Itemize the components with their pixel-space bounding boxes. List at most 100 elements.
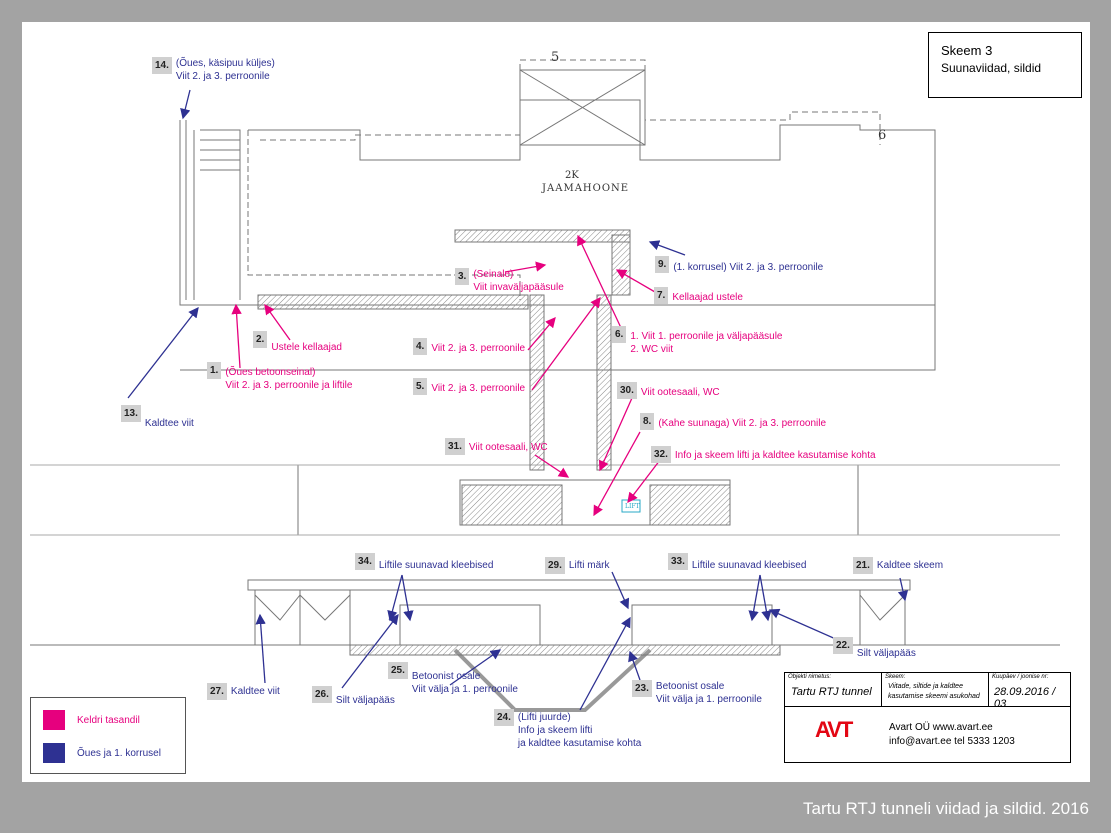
legend-label: Keldri tasandil	[77, 714, 140, 726]
contact-info: info@avart.ee tel 5333 1203	[889, 736, 1015, 747]
sign-text: (Kahe suunaga) Viit 2. ja 3. perroonile	[658, 418, 827, 429]
pink-swatch-icon	[43, 710, 65, 730]
sign-text: (Õues betoonseinal)	[225, 367, 316, 378]
outdoor-arrows	[127, 89, 909, 711]
sign-text: Info ja skeem lifti ja kaldtee kasutamis…	[674, 450, 876, 461]
scheme-title-box: Skeem 3 Suunaviidad, sildid	[928, 32, 1082, 98]
sign-number: 29.	[545, 557, 565, 574]
sign-text: Info ja skeem lifti	[517, 725, 593, 736]
sign-text: Ustele kellaajad	[271, 342, 342, 353]
sign-number: 5.	[413, 378, 428, 395]
sign-text: (Lifti juurde)	[517, 712, 571, 723]
building-code: 2K	[565, 170, 579, 181]
sign-label-9: 9.(1. korrusel) Viit 2. ja 3. perroonile	[655, 256, 823, 274]
sign-label-13: 13.Kaldtee viit	[121, 405, 194, 430]
sign-text: Lifti märk	[568, 560, 610, 571]
sign-text: Viit invaväljapääsule	[473, 282, 564, 293]
sign-text: (Seinale)	[473, 269, 514, 280]
sign-label-31: 31.Viit ootesaali, WC	[445, 438, 548, 455]
sign-label-8: 8.(Kahe suunaga) Viit 2. ja 3. perroonil…	[640, 413, 826, 430]
sign-number: 3.	[455, 268, 470, 285]
scheme-number: Skeem 3	[941, 43, 993, 58]
sign-label-33: 33.Liftile suunavad kleebised	[668, 553, 806, 572]
date-caption: Kuupäev / joonise nr:	[992, 674, 1049, 680]
sign-text: Kaldtee viit	[144, 418, 194, 429]
object-name: Tartu RTJ tunnel	[791, 686, 872, 698]
sign-text: Viit 2. ja 3. perroonile	[431, 343, 526, 354]
legend-label: Õues ja 1. korrusel	[77, 747, 161, 759]
building-outline	[30, 59, 1060, 712]
sign-number: 30.	[617, 382, 637, 399]
platform-5-number: 5	[551, 50, 560, 65]
sign-text: Viit ootesaali, WC	[468, 442, 548, 453]
sign-text: (Õues, käsipuu küljes)	[175, 58, 275, 69]
sign-text: Viit ootesaali, WC	[640, 387, 720, 398]
sign-number: 24.	[494, 709, 514, 726]
sign-number: 34.	[355, 553, 375, 570]
sign-label-14: 14.(Õues, käsipuu küljes)Viit 2. ja 3. p…	[152, 57, 275, 83]
sign-number: 31.	[445, 438, 465, 455]
sign-number: 14.	[152, 57, 172, 74]
sign-label-6: 6.1. Viit 1. perroonile ja väljapääsule 2…	[612, 326, 782, 356]
sign-number: 13.	[121, 405, 141, 422]
scheme-text: Viitade, siltide ja kaldtee	[888, 683, 963, 690]
sign-number: 22.	[833, 637, 853, 654]
sign-text: 2. WC viit	[630, 344, 674, 355]
sign-label-27: 27.Kaldtee viit	[207, 683, 280, 700]
sign-label-1: 1.(Õues betoonseinal) Viit 2. ja 3. perro…	[207, 362, 352, 392]
legend: Keldri tasandil Õues ja 1. korrusel	[30, 697, 186, 774]
sign-text: Kaldtee viit	[230, 686, 280, 697]
legend-item-basement: Keldri tasandil	[43, 710, 140, 730]
scheme-subtitle: Suunaviidad, sildid	[941, 61, 1042, 75]
sign-text: Viit välja ja 1. perroonile	[411, 684, 518, 695]
sign-text: Betoonist osale	[411, 671, 481, 682]
sign-label-4: 4.Viit 2. ja 3. perroonile	[413, 338, 525, 355]
sign-text: (1. korrusel) Viit 2. ja 3. perroonile	[673, 262, 824, 273]
sign-text: Viit 2. ja 3. perroonile	[431, 383, 526, 394]
date-drawing-number: 28.09.2016 / 03	[994, 686, 1056, 710]
sign-number: 9.	[655, 256, 670, 273]
sign-label-7: 7.Kellaajad ustele	[654, 287, 743, 304]
sign-number: 23.	[632, 680, 652, 697]
sign-number: 1.	[207, 362, 222, 379]
sign-text: Kaldtee skeem	[876, 560, 944, 571]
basement-arrows	[231, 234, 661, 517]
scheme-caption: Skeem:	[885, 674, 906, 680]
sign-number: 2.	[253, 331, 268, 348]
sign-label-32: 32.Info ja skeem lifti ja kaldtee kasuta…	[651, 446, 876, 463]
footer-caption: Tartu RTJ tunneli viidad ja sildid. 2016	[802, 799, 1089, 818]
sign-text: Liftile suunavad kleebised	[691, 560, 807, 571]
sign-text: Viit välja ja 1. perroonile	[655, 694, 762, 705]
sign-number: 33.	[668, 553, 688, 570]
sign-label-22: 22.Silt väljapääs	[833, 637, 916, 660]
sign-number: 6.	[612, 326, 627, 343]
navy-swatch-icon	[43, 743, 65, 763]
sign-number: 27.	[207, 683, 227, 700]
object-caption: Objekti nimetus:	[788, 674, 832, 680]
sign-text: Liftile suunavad kleebised	[378, 560, 494, 571]
sign-text: Viit 2. ja 3. perroonile ja liftile	[225, 380, 353, 391]
sign-label-26: 26.Silt väljapääs	[312, 686, 395, 707]
avart-logo: AVT	[815, 717, 853, 742]
sign-label-29: 29.Lifti märk	[545, 557, 609, 574]
scheme-text: kasutamise skeemi asukohad	[888, 693, 980, 700]
sign-label-2: 2.Ustele kellaajad	[253, 331, 342, 354]
building-name: JAAMAHOONE	[542, 183, 630, 194]
platform-6-number: 6	[878, 128, 887, 143]
sign-number: 7.	[654, 287, 669, 304]
sign-label-5: 5.Viit 2. ja 3. perroonile	[413, 378, 525, 395]
sign-text: 1. Viit 1. perroonile ja väljapääsule	[630, 331, 783, 342]
company-info: Avart OÜ www.avart.ee	[889, 722, 993, 733]
sign-number: 8.	[640, 413, 655, 430]
sign-number: 4.	[413, 338, 428, 355]
sign-label-21: 21.Kaldtee skeem	[853, 557, 943, 574]
sign-number: 32.	[651, 446, 671, 463]
sign-number: 26.	[312, 686, 332, 703]
sign-number: 25.	[388, 662, 408, 679]
sign-text: Silt väljapääs	[856, 648, 916, 659]
sign-number: 21.	[853, 557, 873, 574]
lift-label: LIFT	[625, 503, 640, 510]
legend-item-outdoor: Õues ja 1. korrusel	[43, 743, 161, 763]
